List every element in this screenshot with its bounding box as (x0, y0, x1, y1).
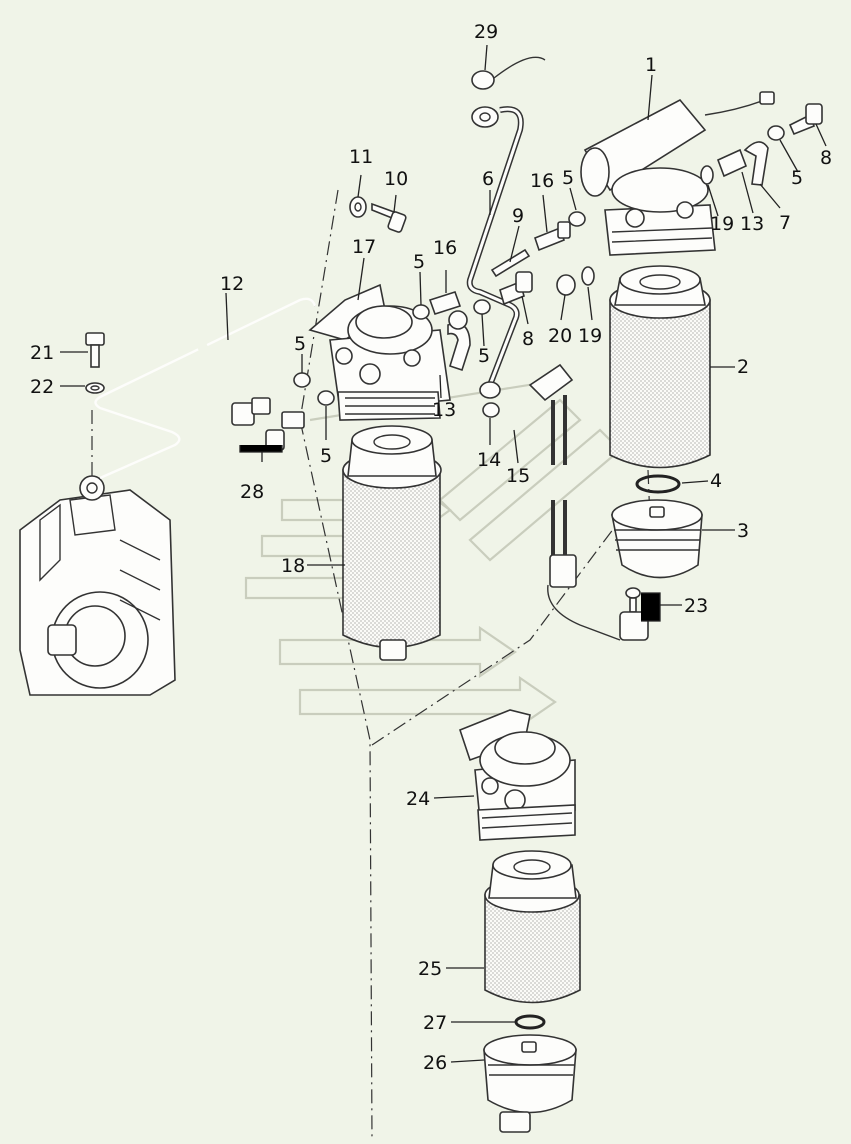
callout-12: 12 (220, 273, 244, 295)
callout-28: 28 (240, 481, 264, 503)
washers-5 (293, 125, 785, 418)
sensors-28 (231, 397, 305, 462)
callout-5-b: 5 (413, 251, 425, 273)
pin-9-fitting-16 (490, 221, 571, 278)
callout-5-d: 5 (320, 445, 332, 467)
callout-5-e: 5 (478, 345, 490, 367)
callout-15: 15 (506, 465, 530, 487)
callout-10: 10 (384, 168, 408, 190)
injection-pump (19, 475, 176, 696)
callout-1: 1 (645, 54, 657, 76)
callout-4: 4 (710, 470, 722, 492)
callout-2: 2 (737, 356, 749, 378)
callout-14: 14 (477, 449, 501, 471)
bowl-26 (483, 1034, 577, 1133)
callout-labels: 1 2 3 4 5 5 5 5 5 5 5 6 7 8 8 9 10 11 12… (30, 21, 832, 1074)
callout-11: 11 (349, 146, 373, 168)
leader-lines (60, 44, 827, 1063)
o-ring-4 (635, 474, 681, 494)
callout-16-b: 16 (530, 170, 554, 192)
callout-6: 6 (482, 168, 494, 190)
callout-19-b: 19 (710, 213, 734, 235)
plug-20-oring-19 (556, 266, 595, 296)
filter-head-17 (308, 283, 451, 421)
callout-5-f: 5 (791, 167, 803, 189)
callout-5-c: 5 (294, 333, 306, 355)
callout-9: 9 (512, 205, 524, 227)
callout-8-a: 8 (820, 147, 832, 169)
filter-18 (342, 425, 442, 661)
filter-element-25 (484, 850, 581, 1004)
callout-29: 29 (474, 21, 498, 43)
callout-16-a: 16 (433, 237, 457, 259)
filter-head-24 (459, 709, 576, 841)
banjo-29 (471, 56, 546, 90)
callout-25: 25 (418, 958, 442, 980)
callout-23: 23 (684, 595, 708, 617)
callout-27: 27 (423, 1012, 447, 1034)
callout-19-a: 19 (578, 325, 602, 347)
bolt-8-mid (499, 271, 533, 306)
callout-18: 18 (281, 555, 305, 577)
filter-element-2 (609, 265, 711, 469)
wiring-harness (528, 363, 621, 641)
callout-21: 21 (30, 342, 54, 364)
sensor-23 (619, 587, 661, 641)
electric-pump-1 (580, 91, 775, 256)
callout-22: 22 (30, 376, 54, 398)
callout-26: 26 (423, 1052, 447, 1074)
callout-8-b: 8 (522, 328, 534, 350)
fuel-pipe-12 (94, 297, 317, 480)
bolt-21 (85, 332, 105, 394)
washer-11-bolt-10 (349, 196, 407, 233)
callout-17: 17 (352, 236, 376, 258)
right-fittings (700, 103, 823, 186)
callout-13-b: 13 (740, 213, 764, 235)
callout-7: 7 (779, 212, 791, 234)
o-ring-27 (514, 1014, 546, 1030)
callout-24: 24 (406, 788, 430, 810)
callout-20: 20 (548, 325, 572, 347)
callout-3: 3 (737, 520, 749, 542)
bowl-3 (611, 499, 703, 579)
callout-13-a: 13 (432, 399, 456, 421)
callout-5-a: 5 (562, 167, 574, 189)
pipe-6-and-fittings (428, 106, 524, 399)
